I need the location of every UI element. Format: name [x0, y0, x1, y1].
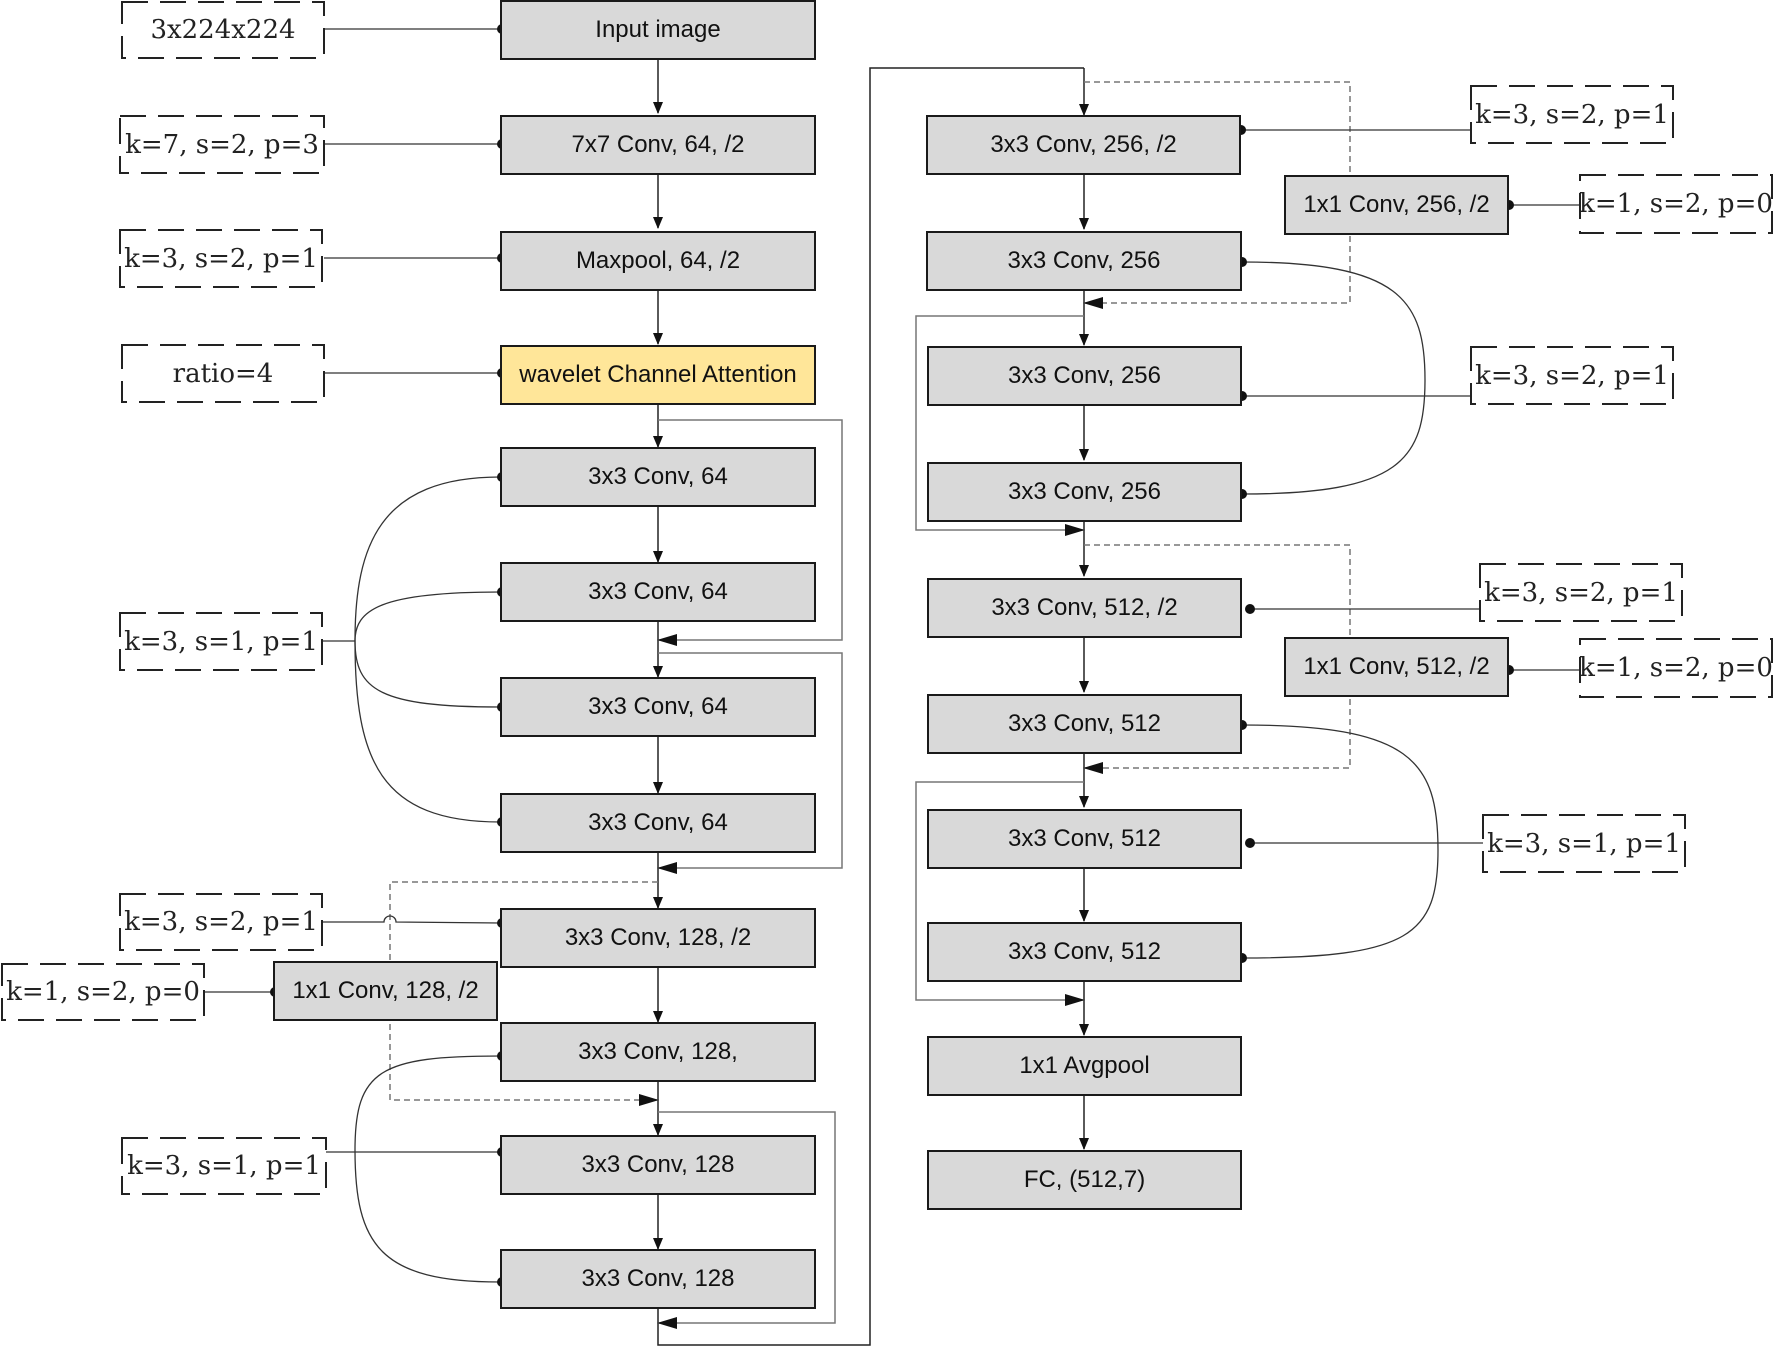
layer2-conv4-block: 3x3 Conv, 128	[500, 1249, 816, 1309]
layer1-conv2-block: 3x3 Conv, 64	[500, 562, 816, 622]
wavelet-channel-attention-block: wavelet Channel Attention	[500, 345, 816, 405]
conv7x7-block: 7x7 Conv, 64, /2	[500, 115, 816, 175]
layer4-conv3-block: 3x3 Conv, 512	[927, 809, 1242, 869]
layer1-conv4-block: 3x3 Conv, 64	[500, 793, 816, 853]
param-layer2-downsample: k=1, s=2, p=0	[6, 977, 200, 1007]
param-layer4-downsample: k=1, s=2, p=0	[1579, 653, 1773, 683]
param-maxpool: k=3, s=2, p=1	[124, 243, 318, 274]
param-layer4-rest: k=3, s=1, p=1	[1487, 828, 1681, 859]
maxpool-block: Maxpool, 64, /2	[500, 231, 816, 291]
param-layer2-rest: k=3, s=1, p=1	[127, 1151, 321, 1181]
layer3-conv2-block: 3x3 Conv, 256	[926, 231, 1242, 291]
layer2-conv3-block: 3x3 Conv, 128	[500, 1135, 816, 1195]
input-image-block: Input image	[500, 0, 816, 60]
projection-shortcuts	[389, 81, 1351, 1106]
layer3-downsample-block: 1x1 Conv, 256, /2	[1284, 175, 1509, 235]
layer3-conv4-block: 3x3 Conv, 256	[927, 462, 1242, 522]
param-frames	[1, 1, 1773, 1195]
layer2-conv2-block: 3x3 Conv, 128,	[500, 1022, 816, 1082]
layer4-conv4-block: 3x3 Conv, 512	[927, 922, 1242, 982]
param-conv7x7: k=7, s=2, p=3	[125, 129, 319, 160]
param-layer2-conv1: k=3, s=2, p=1	[124, 907, 318, 937]
layer4-conv1-block: 3x3 Conv, 512, /2	[927, 578, 1242, 638]
param-connectors	[204, 28, 1580, 1283]
param-layer4-conv1: k=3, s=2, p=1	[1484, 577, 1678, 608]
layer4-conv2-block: 3x3 Conv, 512	[927, 694, 1242, 754]
param-layer1: k=3, s=1, p=1	[124, 626, 318, 657]
layer2-downsample-block: 1x1 Conv, 128, /2	[273, 961, 498, 1021]
layer3-conv1-block: 3x3 Conv, 256, /2	[926, 115, 1241, 175]
param-layer3-conv1: k=3, s=2, p=1	[1475, 99, 1669, 130]
layer3-conv3-block: 3x3 Conv, 256	[927, 346, 1242, 406]
avgpool-block: 1x1 Avgpool	[927, 1036, 1242, 1096]
layer1-conv1-block: 3x3 Conv, 64	[500, 447, 816, 507]
identity-shortcuts	[657, 315, 1085, 1329]
param-layer3-downsample: k=1, s=2, p=0	[1579, 189, 1773, 219]
layer4-downsample-block: 1x1 Conv, 512, /2	[1284, 637, 1509, 697]
layer2-conv1-block: 3x3 Conv, 128, /2	[500, 908, 816, 968]
param-layer3-rest: k=3, s=2, p=1	[1475, 360, 1669, 391]
layer1-conv3-block: 3x3 Conv, 64	[500, 677, 816, 737]
param-input: 3x224x224	[150, 15, 296, 45]
fc-block: FC, (512,7)	[927, 1150, 1242, 1210]
param-attention: ratio=4	[172, 358, 274, 389]
main-flow-left	[653, 60, 1089, 1346]
